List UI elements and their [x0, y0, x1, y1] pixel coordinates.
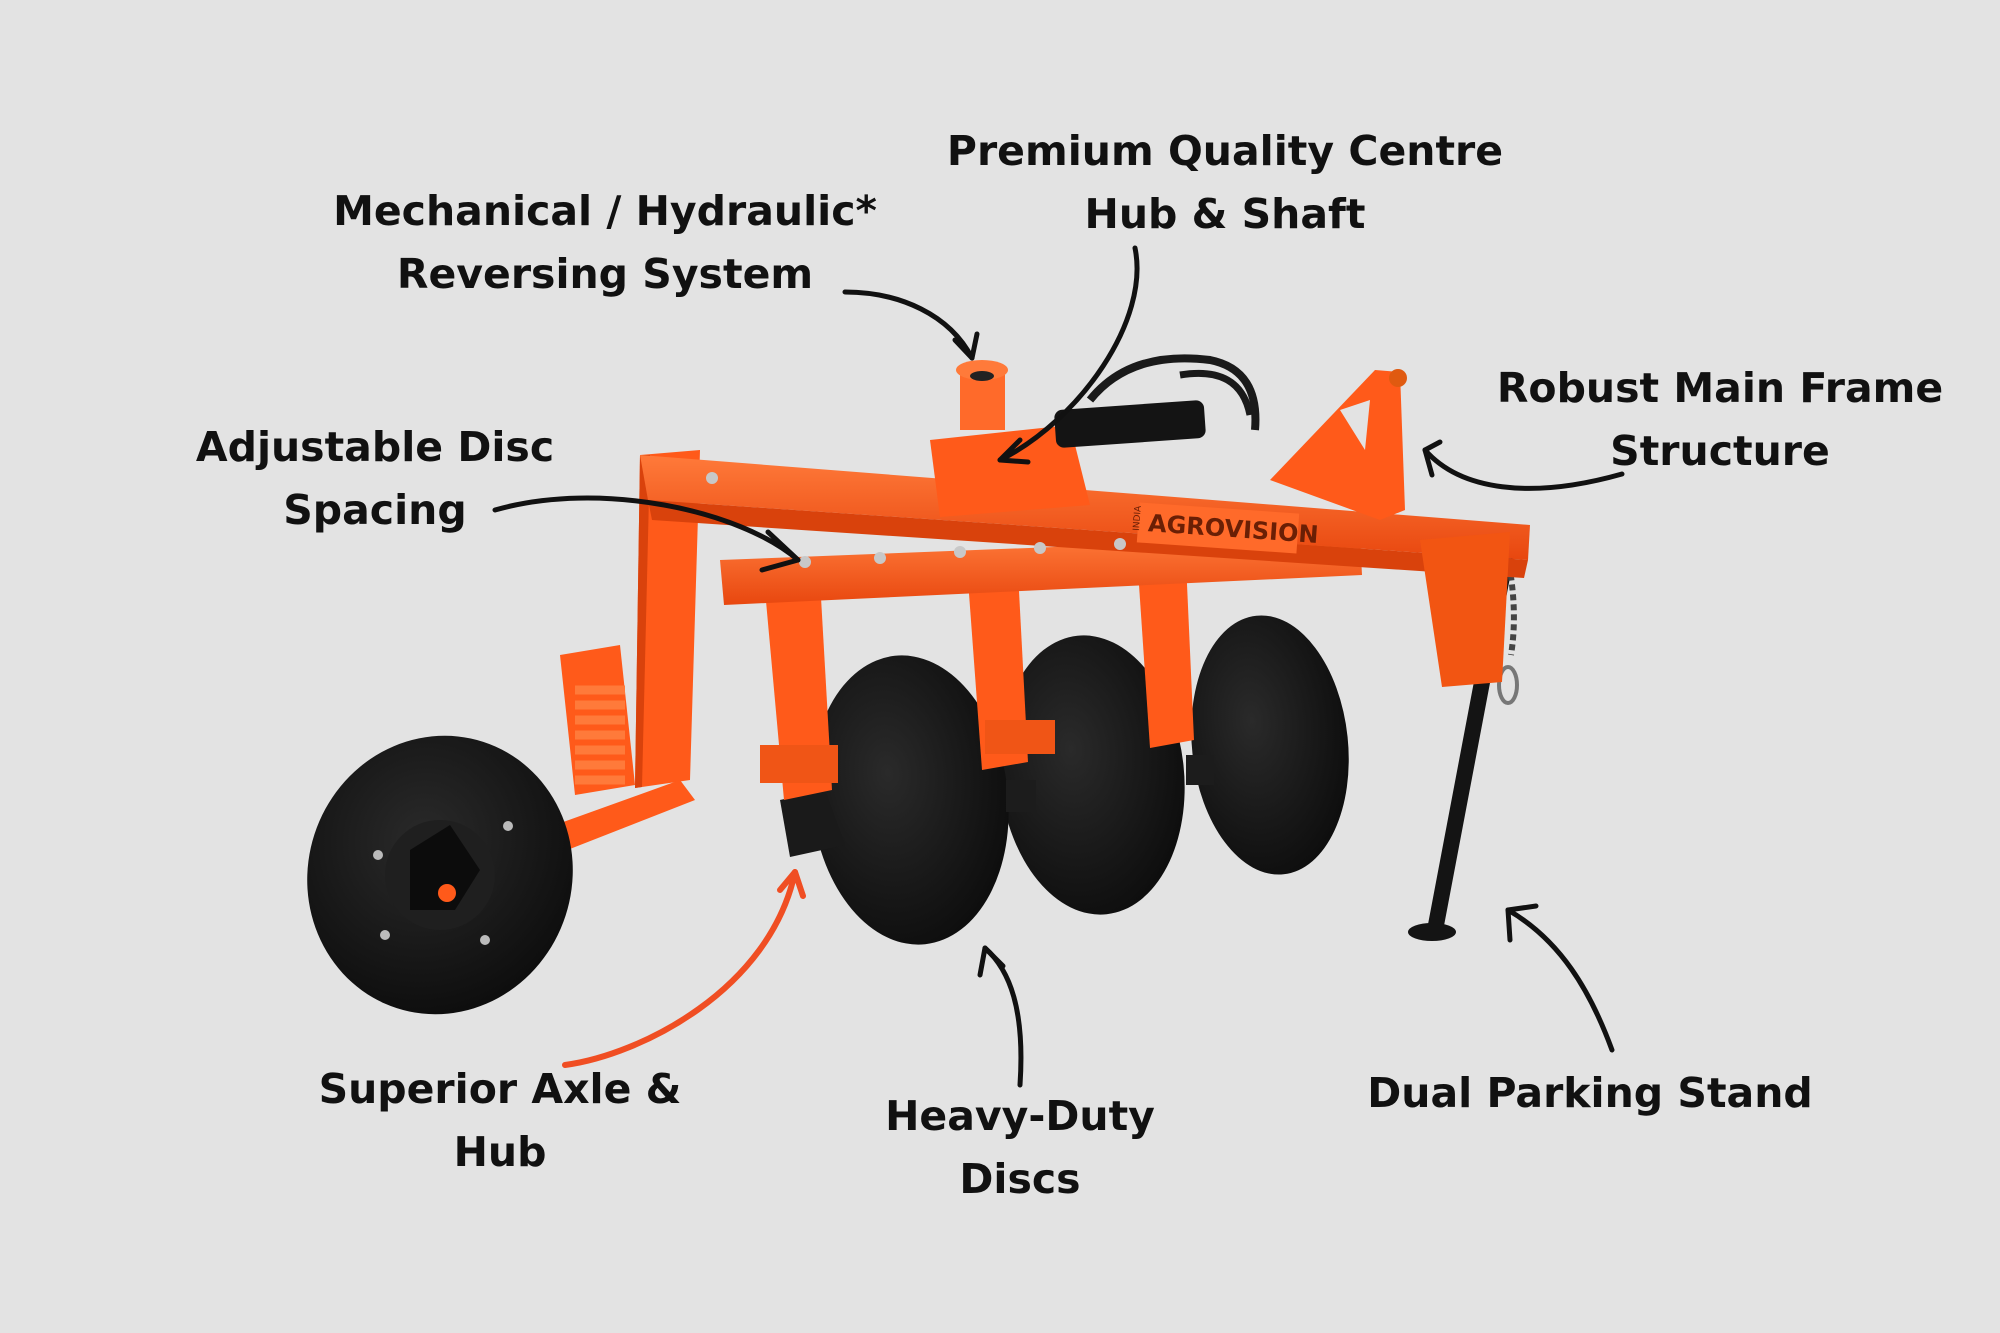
arrow-discs	[982, 945, 1024, 1088]
disc-standards	[760, 562, 1194, 800]
callout-main-frame-line1: Robust Main Frame	[1496, 364, 1944, 412]
arrow-disc-spacing	[492, 495, 801, 563]
callout-hub-shaft: Premium Quality Centre Hub & Shaft	[940, 120, 1510, 246]
callout-disc-spacing-line1: Adjustable Disc	[195, 423, 555, 471]
disc-hub-assembly	[780, 790, 845, 857]
callout-parking-line1: Dual Parking Stand	[1367, 1069, 1813, 1117]
callout-reversing-line1: Mechanical / Hydraulic*	[333, 187, 877, 235]
callout-main-frame-line2: Structure	[1610, 427, 1830, 475]
arrow-reversing	[842, 289, 975, 361]
arrow-hub-shaft	[997, 245, 1140, 463]
callout-main-frame: Robust Main Frame Structure	[1480, 357, 1960, 483]
hydraulic-cylinder	[1054, 400, 1206, 448]
disc-2	[999, 635, 1185, 915]
callout-hub-shaft-line2: Hub & Shaft	[1084, 190, 1366, 238]
callout-discs-line2: Discs	[959, 1155, 1081, 1203]
main-frame	[635, 354, 1530, 788]
brand-logo-subtext: INDIA	[1132, 505, 1144, 532]
callout-heavy-duty-discs: Heavy-Duty Discs	[850, 1085, 1190, 1211]
plough-discs	[780, 615, 1349, 945]
callout-axle-hub: Superior Axle & Hub	[310, 1058, 690, 1184]
arrow-parking	[1505, 907, 1615, 1053]
callout-hub-shaft-line1: Premium Quality Centre	[946, 127, 1504, 175]
callout-discs-line1: Heavy-Duty	[885, 1092, 1155, 1140]
rear-furrow-wheel	[307, 645, 695, 1015]
callout-axle-hub-line1: Superior Axle &	[318, 1065, 682, 1113]
callout-dual-parking-stand: Dual Parking Stand	[1360, 1062, 1820, 1125]
callout-reversing-line2: Reversing System	[396, 250, 814, 298]
callout-disc-spacing: Adjustable Disc Spacing	[180, 416, 570, 542]
callout-disc-spacing-line2: Spacing	[283, 486, 467, 534]
callout-axle-hub-line2: Hub	[453, 1128, 547, 1176]
annotation-arrows	[492, 245, 1625, 1088]
callout-reversing-system: Mechanical / Hydraulic* Reversing System	[330, 180, 880, 306]
arrow-main-frame	[1422, 447, 1625, 491]
disc-3	[1191, 615, 1349, 875]
disc-1	[811, 655, 1009, 945]
brand-logo: AGROVISION INDIA	[1132, 502, 1319, 554]
arrow-axle-hub	[562, 869, 798, 1068]
